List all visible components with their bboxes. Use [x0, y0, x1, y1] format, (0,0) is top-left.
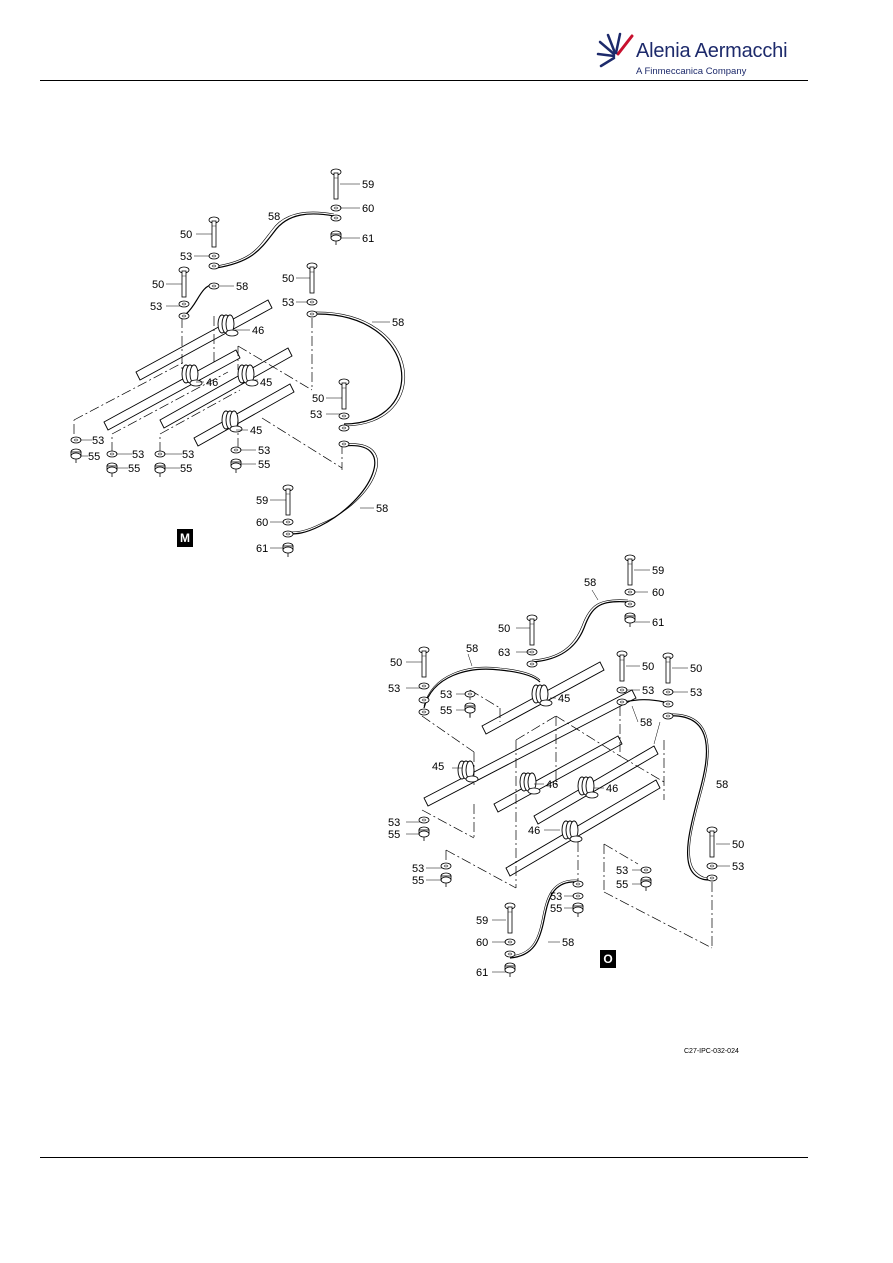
callout: 50 [312, 393, 324, 405]
callout: 53 [132, 449, 144, 461]
callout: 59 [362, 179, 374, 191]
callout: 50 [282, 273, 294, 285]
callout: 59 [256, 495, 268, 507]
figure-label-o: O [600, 950, 616, 968]
callout: 58 [236, 281, 248, 293]
callout: 45 [432, 761, 444, 773]
callout: 53 [732, 861, 744, 873]
callout: 61 [476, 967, 488, 979]
callout: 53 [92, 435, 104, 447]
callout: 53 [182, 449, 194, 461]
callout: 55 [88, 451, 100, 463]
callout: 58 [716, 779, 728, 791]
brand-tagline: A Finmeccanica Company [636, 66, 747, 77]
callout: 53 [388, 683, 400, 695]
callout: 55 [550, 903, 562, 915]
figure-label-m: M [177, 529, 193, 547]
callout: 46 [546, 779, 558, 791]
callout: 61 [256, 543, 268, 555]
callout: 50 [642, 661, 654, 673]
figure-o-drawing [406, 554, 730, 978]
callout: 46 [252, 325, 264, 337]
callout: 50 [498, 623, 510, 635]
callout: 50 [390, 657, 402, 669]
callout: 58 [584, 577, 596, 589]
callout: 60 [362, 203, 374, 215]
callout: 45 [558, 693, 570, 705]
callout: 58 [392, 317, 404, 329]
company-logo [596, 26, 796, 86]
callout: 53 [150, 301, 162, 313]
callout: 53 [616, 865, 628, 877]
callout: 60 [476, 937, 488, 949]
callout: 50 [152, 279, 164, 291]
callout: 53 [180, 251, 192, 263]
callout: 46 [606, 783, 618, 795]
callout: 45 [250, 425, 262, 437]
callout: 50 [732, 839, 744, 851]
callout: 59 [476, 915, 488, 927]
callout: 61 [652, 617, 664, 629]
callout: 63 [498, 647, 510, 659]
callout: 55 [616, 879, 628, 891]
callout: 58 [268, 211, 280, 223]
callout: 50 [180, 229, 192, 241]
callout: 45 [260, 377, 272, 389]
figure-m-drawing [70, 168, 406, 558]
brand-name: Alenia Aermacchi [636, 40, 788, 62]
callout: 55 [412, 875, 424, 887]
callout: 53 [690, 687, 702, 699]
sunburst-icon [596, 32, 634, 68]
callout: 55 [440, 705, 452, 717]
callout: 46 [528, 825, 540, 837]
callout: 53 [550, 891, 562, 903]
callout: 53 [282, 297, 294, 309]
callout: 55 [180, 463, 192, 475]
callout: 58 [640, 717, 652, 729]
callout: 53 [388, 817, 400, 829]
footer-rule [40, 1157, 808, 1158]
callout: 55 [388, 829, 400, 841]
callout: 61 [362, 233, 374, 245]
callout: 53 [642, 685, 654, 697]
figure-m-callouts: 59 60 61 58 50 53 50 58 53 46 50 53 58 4… [88, 179, 404, 555]
callout: 50 [690, 663, 702, 675]
figure-o-callouts: 58 59 60 61 50 63 50 58 50 50 53 53 53 5… [388, 565, 744, 979]
callout: 58 [562, 937, 574, 949]
callout: 55 [258, 459, 270, 471]
callout: 53 [258, 445, 270, 457]
callout: 46 [206, 377, 218, 389]
header-rule [40, 80, 808, 81]
callout: 55 [128, 463, 140, 475]
callout: 53 [412, 863, 424, 875]
callout: 58 [466, 643, 478, 655]
figure-code: C27-IPC-032-024 [684, 1048, 739, 1055]
callout: 53 [440, 689, 452, 701]
callout: 60 [652, 587, 664, 599]
callout: 59 [652, 565, 664, 577]
callout: 53 [310, 409, 322, 421]
callout: 60 [256, 517, 268, 529]
callout: 58 [376, 503, 388, 515]
